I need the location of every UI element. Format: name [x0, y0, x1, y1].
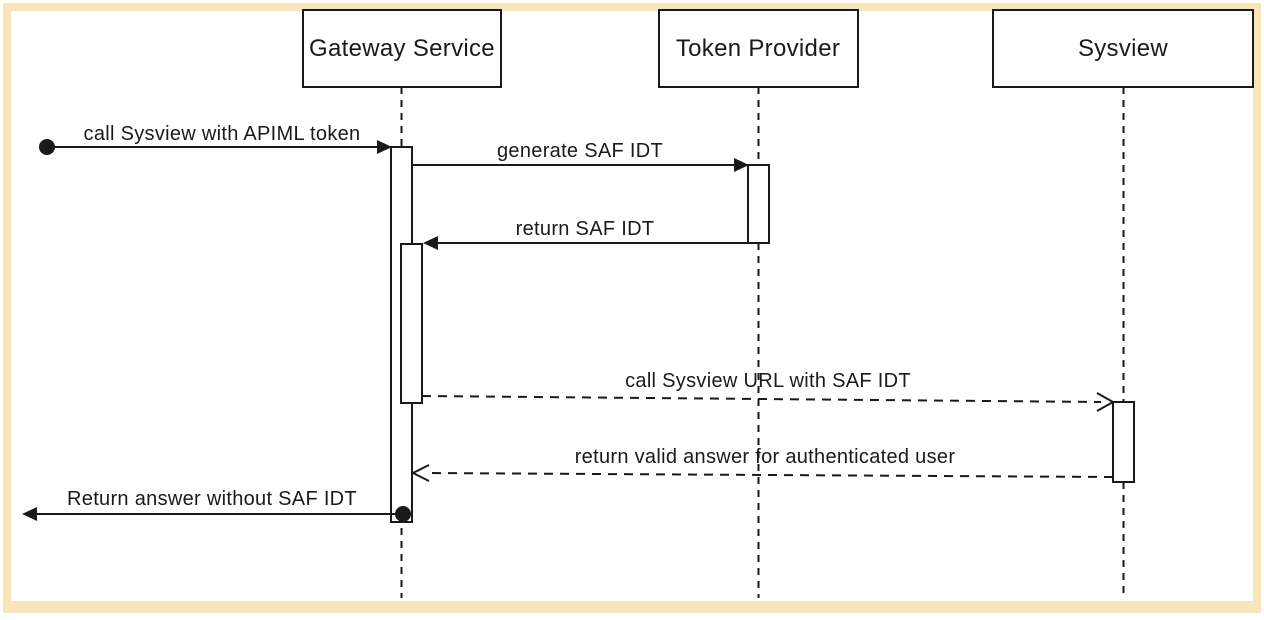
activation-sysview	[1112, 401, 1135, 483]
message-line-5	[424, 472, 1114, 478]
message-label-6: Return answer without SAF IDT	[67, 488, 357, 510]
participant-box-token-provider	[658, 9, 859, 88]
arrowhead-open-left-5	[410, 464, 430, 482]
message-generate-saf-idt: generate SAF IDT	[412, 140, 749, 172]
participant-gateway-service: Gateway Service	[302, 9, 502, 88]
message-label-1: call Sysview with APIML token	[84, 123, 361, 145]
arrowhead-filled-left-3	[423, 236, 438, 250]
arrowhead-filled-right-1	[377, 140, 392, 154]
message-label-3: return SAF IDT	[516, 218, 655, 240]
activation-gateway-nested	[400, 243, 423, 404]
participant-box-sysview	[992, 9, 1254, 88]
participant-box-gateway-service	[302, 9, 502, 88]
message-call-sysview-with-apiml-token: call Sysview with APIML token	[39, 123, 392, 155]
activation-token-provider	[747, 164, 770, 244]
frame-top-border	[3, 3, 1261, 11]
participant-token-provider: Token Provider	[658, 9, 859, 88]
arrowhead-filled-right-2	[734, 158, 749, 172]
participant-label-gateway-service: Gateway Service	[309, 35, 495, 62]
participant-sysview: Sysview	[992, 9, 1254, 88]
diagram-frame	[3, 3, 1261, 613]
lifelines	[400, 87, 1125, 598]
frame-right-border	[1253, 3, 1261, 613]
message-return-answer-without-saf-idt: Return answer without SAF IDT	[22, 488, 411, 522]
message-line-4	[421, 395, 1102, 403]
participant-label-token-provider: Token Provider	[676, 35, 840, 62]
activation-bars	[390, 146, 1135, 523]
arrowhead-filled-left-6	[22, 507, 37, 521]
message-call-sysview-url-with-saf-idt: call Sysview URL with SAF IDT	[421, 370, 1116, 412]
message-return-valid-answer: return valid answer for authenticated us…	[410, 446, 1114, 482]
lost-message-circle	[395, 506, 411, 522]
arrowhead-open-right-4	[1096, 392, 1116, 412]
frame-bottom-border	[3, 601, 1261, 613]
frame-left-border	[3, 3, 11, 613]
message-return-saf-idt: return SAF IDT	[423, 218, 748, 250]
message-label-5: return valid answer for authenticated us…	[575, 446, 956, 468]
participant-label-sysview: Sysview	[1078, 35, 1168, 62]
message-label-2: generate SAF IDT	[497, 140, 663, 162]
message-label-4: call Sysview URL with SAF IDT	[625, 370, 911, 392]
